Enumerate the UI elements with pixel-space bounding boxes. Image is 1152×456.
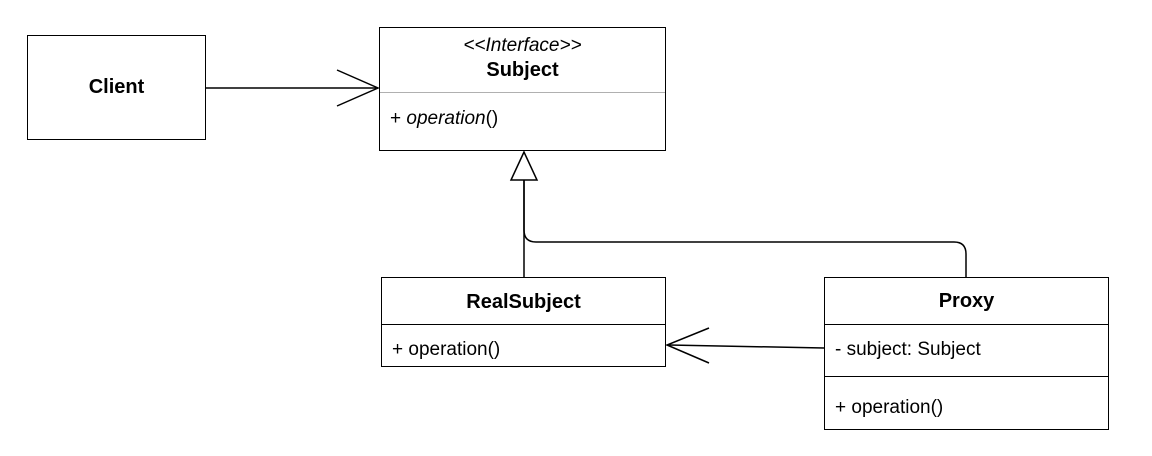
proxy-attribute: - subject: Subject xyxy=(835,339,981,360)
proxy-to-subject-line xyxy=(523,180,967,277)
subject-operation-name: operation xyxy=(406,108,486,129)
realsubject-divider xyxy=(382,324,665,325)
client-to-subject-arrowhead xyxy=(336,69,380,107)
subject-operation: + operation() xyxy=(390,108,498,130)
proxy-to-realsubject-line xyxy=(668,344,825,349)
realsubject-operation: + operation() xyxy=(392,339,501,360)
proxy-class-box[interactable]: Proxy - subject: Subject + operation() xyxy=(824,277,1109,430)
subject-operation-prefix: + xyxy=(390,108,407,129)
proxy-operation: + operation() xyxy=(835,397,944,418)
subject-stereotype: <<Interface>> xyxy=(463,35,582,56)
subject-operation-suffix: () xyxy=(485,108,499,129)
subject-class-name: Subject xyxy=(486,59,559,81)
client-class-box[interactable]: Client xyxy=(27,35,206,140)
realsubject-class-name: RealSubject xyxy=(466,291,581,313)
subject-interface-box[interactable]: <<Interface>> Subject + operation() xyxy=(379,27,666,151)
realization-triangle-icon xyxy=(509,150,539,181)
proxy-header-divider xyxy=(825,324,1108,325)
subject-divider xyxy=(380,92,665,93)
realsubject-class-box[interactable]: RealSubject + operation() xyxy=(381,277,666,367)
proxy-class-name: Proxy xyxy=(938,290,995,312)
client-class-name: Client xyxy=(88,76,145,98)
proxy-to-realsubject-arrowhead xyxy=(665,327,710,364)
proxy-attribute-divider xyxy=(825,376,1108,377)
